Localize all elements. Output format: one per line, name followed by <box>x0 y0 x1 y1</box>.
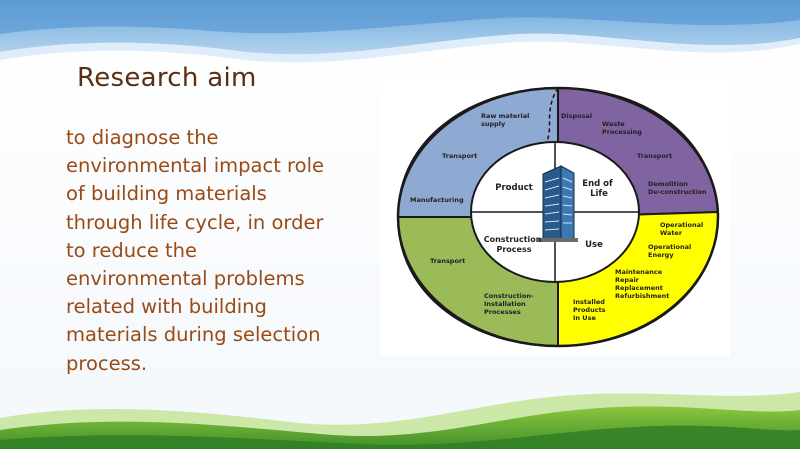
label-transport-purple: Transport <box>637 152 672 160</box>
sky-wave-decoration <box>0 0 800 63</box>
label-operational-energy: Operational Energy <box>648 243 694 259</box>
label-waste-processing: Waste Processing <box>602 120 642 136</box>
body-line: materials during selection <box>66 323 321 347</box>
label-manufacturing: Manufacturing <box>410 196 464 204</box>
label-end-of-life: End of Life <box>582 179 615 199</box>
body-line: to diagnose the <box>66 126 219 149</box>
segment-divider-top <box>546 87 559 174</box>
label-disposal: Disposal <box>561 112 592 120</box>
life-cycle-diagram: Product End of Life Construction Process… <box>380 78 730 356</box>
body-line: of building materials <box>66 182 267 206</box>
outer-ring <box>396 86 720 348</box>
label-transport-green: Transport <box>430 257 465 265</box>
slide-title: Research aim <box>77 63 257 93</box>
life-cycle-svg: Product End of Life Construction Process… <box>396 86 720 348</box>
label-raw-material-supply: Raw material supply <box>481 112 532 128</box>
body-line: through life cycle, in order <box>66 210 324 234</box>
label-transport-blue: Transport <box>442 152 477 160</box>
label-operational-water: Operational Water <box>660 221 706 237</box>
label-construction-process: Construction Process <box>484 235 545 254</box>
label-use: Use <box>585 240 603 250</box>
label-maintenance: Maintenance Repair Replacement Refurbish… <box>615 268 669 300</box>
grass-wave-decoration <box>0 392 800 449</box>
body-line: environmental impact role <box>66 154 324 178</box>
body-line: to reduce the <box>66 238 198 262</box>
label-demolition: Demolition De-construction <box>648 180 707 196</box>
body-line: process. <box>66 351 148 375</box>
label-installed-products: Installed Products In Use <box>573 298 608 322</box>
label-product: Product <box>495 183 533 193</box>
body-line: environmental problems <box>66 267 305 291</box>
office-building-icon <box>538 165 578 242</box>
body-line: related with building <box>66 295 267 319</box>
research-aim-text: to diagnose the environmental impact rol… <box>66 124 384 378</box>
label-construction-installation: Construction- Installation Processes <box>484 292 536 316</box>
